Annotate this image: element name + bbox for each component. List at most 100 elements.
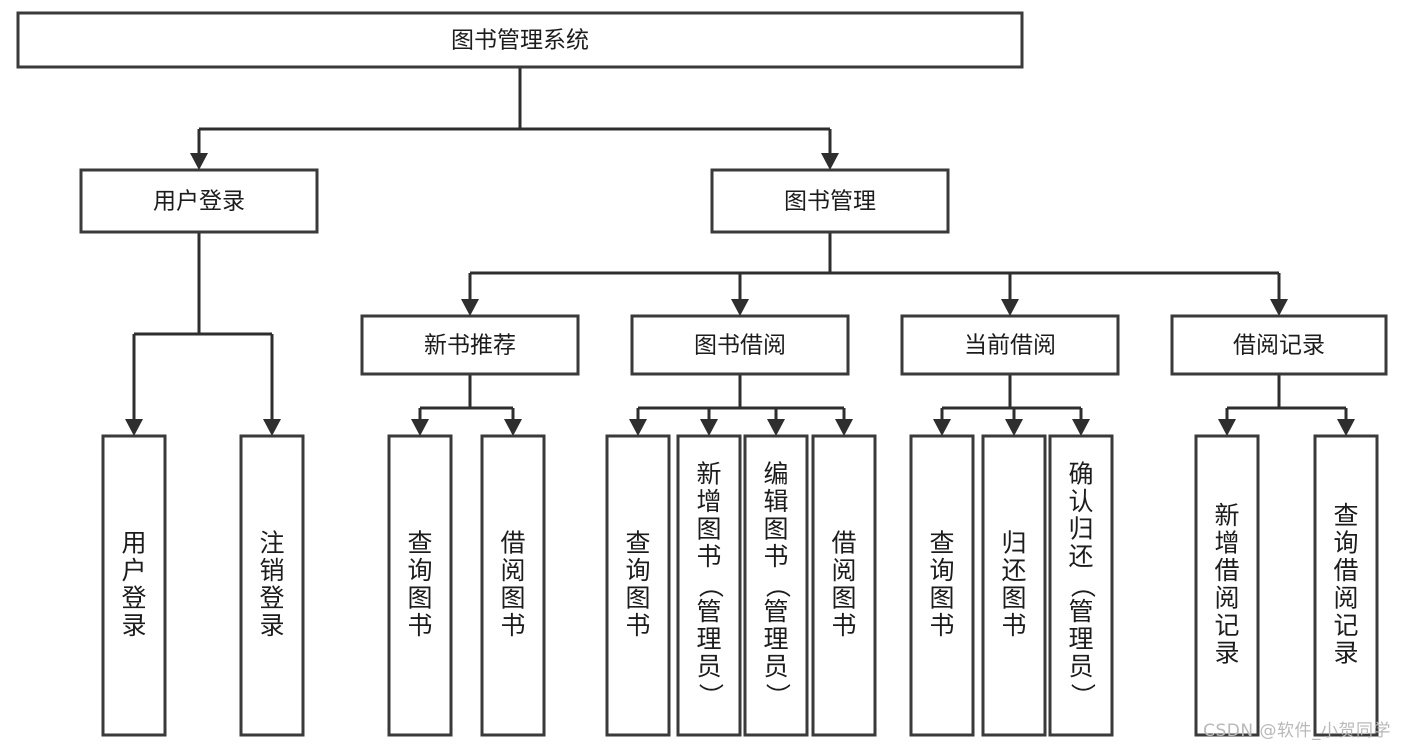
node-box-borrow-record (1170, 314, 1388, 376)
connector-layer (125, 67, 1355, 436)
node-label-char: 确 (1068, 460, 1093, 489)
node-label-char: 书 (763, 542, 788, 571)
arrow-head-icon (629, 419, 647, 436)
node-label-char: 书 (831, 611, 856, 640)
node-user-login[interactable]: 用户登录 (79, 168, 319, 234)
node-label-char: 书 (500, 611, 525, 640)
node-box-leaf-query-book-rec (387, 434, 453, 737)
node-label-char: 还 (1068, 542, 1093, 571)
node-label-char: 书 (929, 611, 954, 640)
arrow-head-icon (461, 299, 479, 316)
node-label-char: 理 (696, 625, 721, 654)
node-label-char: 登 (121, 583, 146, 612)
node-label-char: 管 (696, 597, 721, 626)
node-label-char: 图 (831, 583, 856, 612)
node-box-leaf-add-borrow-record (1194, 434, 1260, 737)
node-box-leaf-query-book-borrow (605, 434, 671, 737)
arrow-head-icon (411, 419, 429, 436)
node-label-char: 查 (625, 528, 650, 557)
node-leaf-user-login[interactable]: 用户登录 (101, 434, 167, 737)
node-label-char: 阅 (500, 556, 525, 585)
node-box-user-login (79, 168, 319, 234)
node-label-char: 员 (763, 652, 788, 681)
node-box-leaf-query-borrow-record (1313, 434, 1379, 737)
node-label-char: 书 (696, 542, 721, 571)
node-label-char: 借 (1333, 556, 1358, 585)
node-box-book-manage (710, 168, 950, 234)
node-label-char: 员 (1068, 652, 1093, 681)
arrow-head-icon (1218, 419, 1236, 436)
node-current-borrow[interactable]: 当前借阅 (900, 314, 1120, 376)
node-label-char: 登 (259, 583, 284, 612)
node-book-manage[interactable]: 图书管理 (710, 168, 950, 234)
node-box-leaf-add-book-admin (676, 434, 742, 737)
node-label-char: ） (696, 683, 725, 708)
arrow-head-icon (190, 153, 208, 170)
node-new-book-recommend[interactable]: 新书推荐 (360, 314, 580, 376)
arrow-head-icon (821, 153, 839, 170)
node-label-char: 书 (1001, 611, 1026, 640)
arrow-head-icon (1270, 299, 1288, 316)
node-label-char: 辑 (763, 487, 788, 516)
node-box-leaf-return-book (981, 434, 1047, 737)
arrow-head-icon (1072, 419, 1090, 436)
node-label-char: 书 (625, 611, 650, 640)
node-label-char: 记 (1333, 611, 1358, 640)
node-box-book-borrow (630, 314, 850, 376)
node-label-new-book-recommend: 新书推荐 (424, 333, 516, 359)
node-label-char: 理 (763, 625, 788, 654)
node-box-current-borrow (900, 314, 1120, 376)
node-label-char: 编 (763, 460, 788, 489)
node-box-leaf-edit-book-admin (743, 434, 809, 737)
node-box-root (16, 11, 1024, 69)
node-label-char: ） (1068, 683, 1097, 708)
node-label-char: 记 (1214, 611, 1239, 640)
node-label-root: 图书管理系统 (451, 28, 589, 54)
node-label-char: 询 (625, 556, 650, 585)
node-label-char: 新 (696, 460, 721, 489)
node-label-char: 图 (625, 583, 650, 612)
node-label-char: （ (1068, 573, 1097, 598)
node-label-char: 查 (929, 528, 954, 557)
node-label-char: 图 (696, 515, 721, 544)
edge-group-root (190, 67, 839, 170)
node-label-book-manage: 图书管理 (784, 189, 876, 215)
node-borrow-record[interactable]: 借阅记录 (1170, 314, 1388, 376)
node-layer: 图书管理系统用户登录图书管理新书推荐图书借阅当前借阅借阅记录用户登录注销登录查询… (16, 11, 1388, 737)
node-label-char: 阅 (1214, 583, 1239, 612)
node-box-leaf-user-logout (239, 434, 305, 737)
node-root[interactable]: 图书管理系统 (16, 11, 1024, 69)
arrow-head-icon (700, 419, 718, 436)
node-box-leaf-borrow-book-rec (480, 434, 546, 737)
node-box-leaf-query-book-current (909, 434, 975, 737)
node-label-char: 图 (763, 515, 788, 544)
arrow-head-icon (933, 419, 951, 436)
node-label-char: 查 (1333, 501, 1358, 530)
node-box-leaf-user-login (101, 434, 167, 737)
node-label-char: 新 (1214, 501, 1239, 530)
node-label-char: 询 (1333, 528, 1358, 557)
arrow-head-icon (263, 419, 281, 436)
node-book-borrow[interactable]: 图书借阅 (630, 314, 850, 376)
node-label-char: 户 (121, 556, 146, 585)
edge-group-user-login (125, 232, 281, 436)
node-label-char: 销 (259, 556, 284, 585)
node-label-user-login: 用户登录 (153, 189, 245, 215)
node-label-char: 管 (1068, 597, 1093, 626)
arrow-head-icon (125, 419, 143, 436)
arrow-head-icon (1337, 419, 1355, 436)
